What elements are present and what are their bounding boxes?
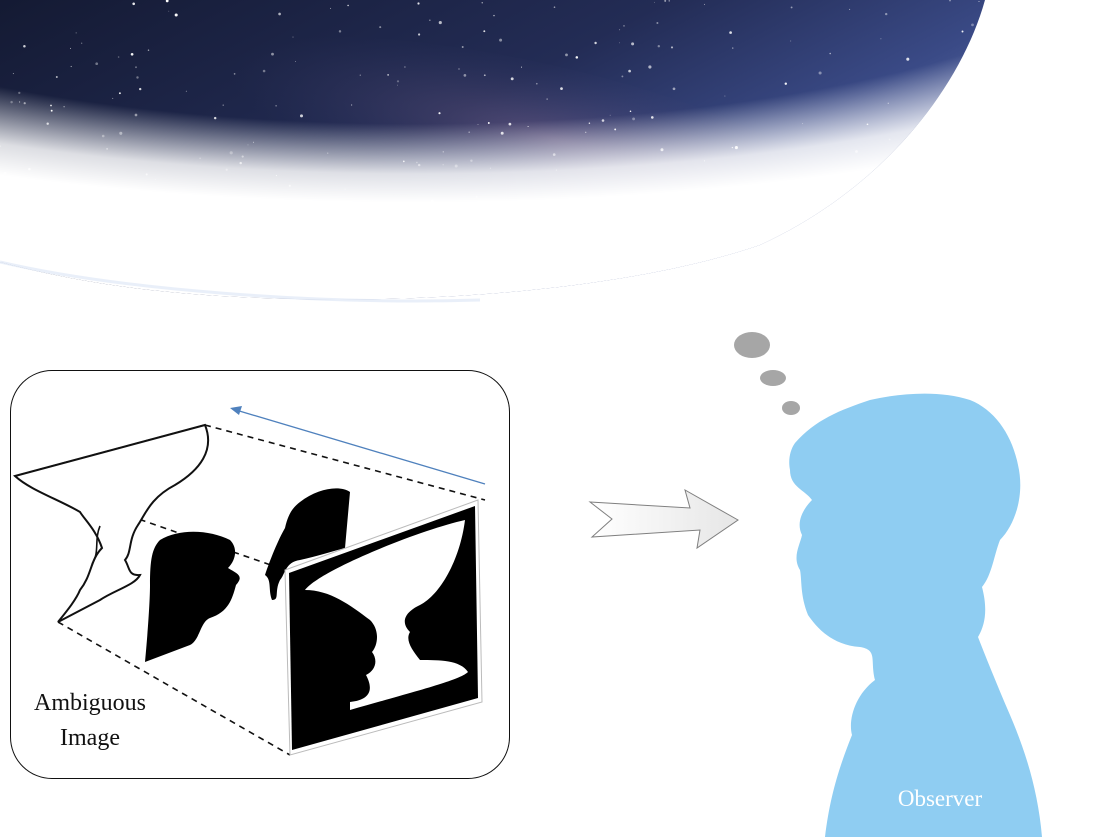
right-arrow-icon: [588, 488, 739, 550]
ambiguous-image-label: Ambiguous Image: [20, 686, 160, 756]
star: [825, 221, 828, 225]
star: [967, 184, 969, 187]
person-silhouette-icon: [789, 393, 1042, 837]
ambiguous-image-diagram: [12, 406, 486, 756]
star: [925, 256, 929, 260]
star: [849, 265, 852, 269]
star: [959, 153, 960, 155]
ambiguous-image-label-line1: Ambiguous: [33, 690, 146, 716]
star: [974, 52, 976, 54]
face-silhouette-middle: [265, 488, 350, 600]
star: [880, 181, 882, 183]
star: [980, 138, 982, 140]
star: [908, 225, 910, 227]
star: [947, 89, 951, 93]
thought-bubble-icon: [734, 332, 800, 415]
observer-label: Observer: [897, 786, 983, 811]
star: [947, 97, 950, 101]
star: [712, 260, 715, 263]
star: [847, 224, 850, 227]
star: [642, 281, 644, 283]
face-silhouette-left: [145, 531, 240, 662]
star: [964, 238, 968, 242]
star: [905, 239, 907, 241]
ambiguous-image-label-line2: Image: [60, 725, 120, 751]
star: [923, 119, 927, 123]
outline-vase-panel: [12, 423, 210, 623]
space-banner-image: [0, 0, 993, 303]
star: [839, 285, 842, 288]
star: [918, 184, 922, 188]
observer-figure: [734, 332, 1042, 837]
star: [886, 283, 888, 286]
star: [960, 182, 963, 184]
star: [893, 170, 895, 171]
star: [543, 295, 547, 299]
star: [833, 222, 837, 226]
star: [889, 200, 892, 203]
star: [990, 127, 993, 130]
star: [807, 220, 811, 224]
star: [976, 294, 978, 296]
star: [733, 279, 735, 280]
star: [971, 85, 973, 87]
star: [949, 226, 951, 228]
vase-faces-picture: [284, 499, 483, 756]
star: [977, 108, 981, 112]
star: [871, 246, 874, 248]
star: [967, 267, 969, 269]
star: [676, 278, 678, 280]
star: [827, 293, 831, 297]
projection-arrow: [230, 406, 486, 485]
star: [954, 96, 957, 99]
